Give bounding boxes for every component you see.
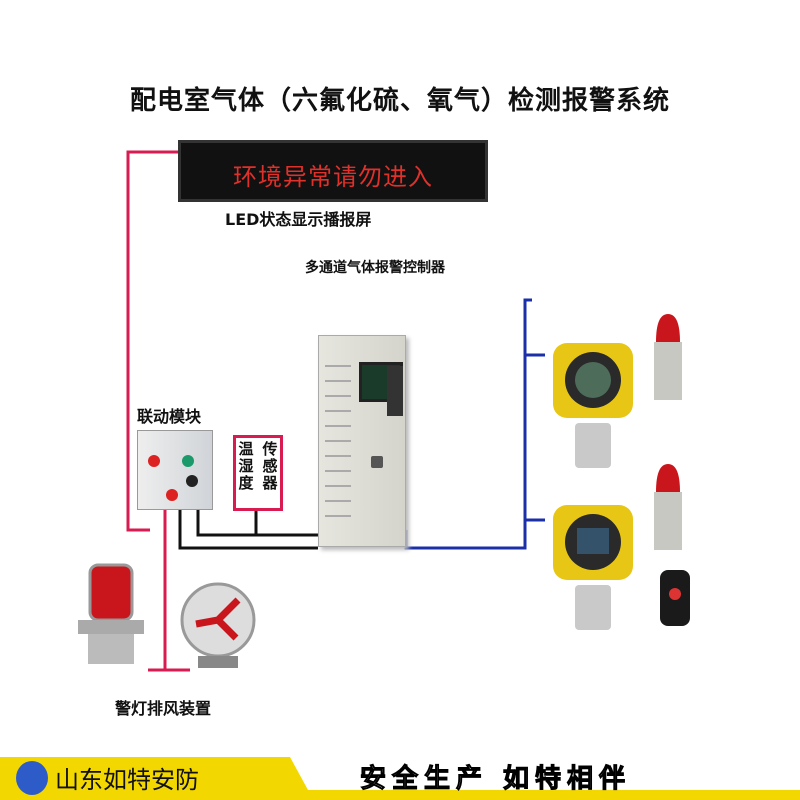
linkage-module <box>137 430 213 510</box>
footer-white-panel <box>290 757 800 790</box>
page-title: 配电室气体（六氟化硫、氧气）检测报警系统 <box>129 86 670 116</box>
gas-detector-2 <box>553 505 633 630</box>
led-display: 环境异常请勿进入 <box>178 140 488 202</box>
stop-button-icon <box>166 489 178 501</box>
sensor-label-col-1: 温湿度 <box>236 441 255 492</box>
beacon-2-icon <box>654 464 682 550</box>
module-caption: 联动模块 <box>137 407 202 426</box>
led-message: 环境异常请勿进入 <box>233 163 433 191</box>
alarm-devices-caption: 警灯排风装置 <box>115 699 212 718</box>
temp-humidity-sensor: 温湿度 传感器 <box>233 435 283 511</box>
red-indicator-icon <box>148 455 160 467</box>
warning-light-icon <box>78 563 144 664</box>
beacon-1-icon <box>654 314 682 400</box>
sensor-label-col-2: 传感器 <box>260 441 279 492</box>
switch-icon <box>186 475 198 487</box>
led-caption: LED状态显示播报屏 <box>225 210 372 229</box>
vent-slots <box>325 365 351 517</box>
controller-caption: 多通道气体报警控制器 <box>305 260 445 276</box>
slogan: 安全生产 如特相伴 <box>359 764 632 795</box>
gas-detector-1 <box>553 343 633 468</box>
controller-keypad <box>387 366 403 416</box>
module-controller-wire <box>178 510 318 550</box>
company-logo-icon <box>16 761 48 795</box>
company-name: 山东如特安防 <box>55 766 199 794</box>
key-lock-icon <box>371 456 383 468</box>
exhaust-fan-icon <box>180 582 256 668</box>
alarm-controller <box>318 335 406 547</box>
green-indicator-icon <box>182 455 194 467</box>
module-controller-wire-2 <box>196 510 318 537</box>
remote-control-icon <box>660 570 690 626</box>
bus-wire <box>404 298 532 550</box>
led-signal-wire <box>126 150 182 532</box>
